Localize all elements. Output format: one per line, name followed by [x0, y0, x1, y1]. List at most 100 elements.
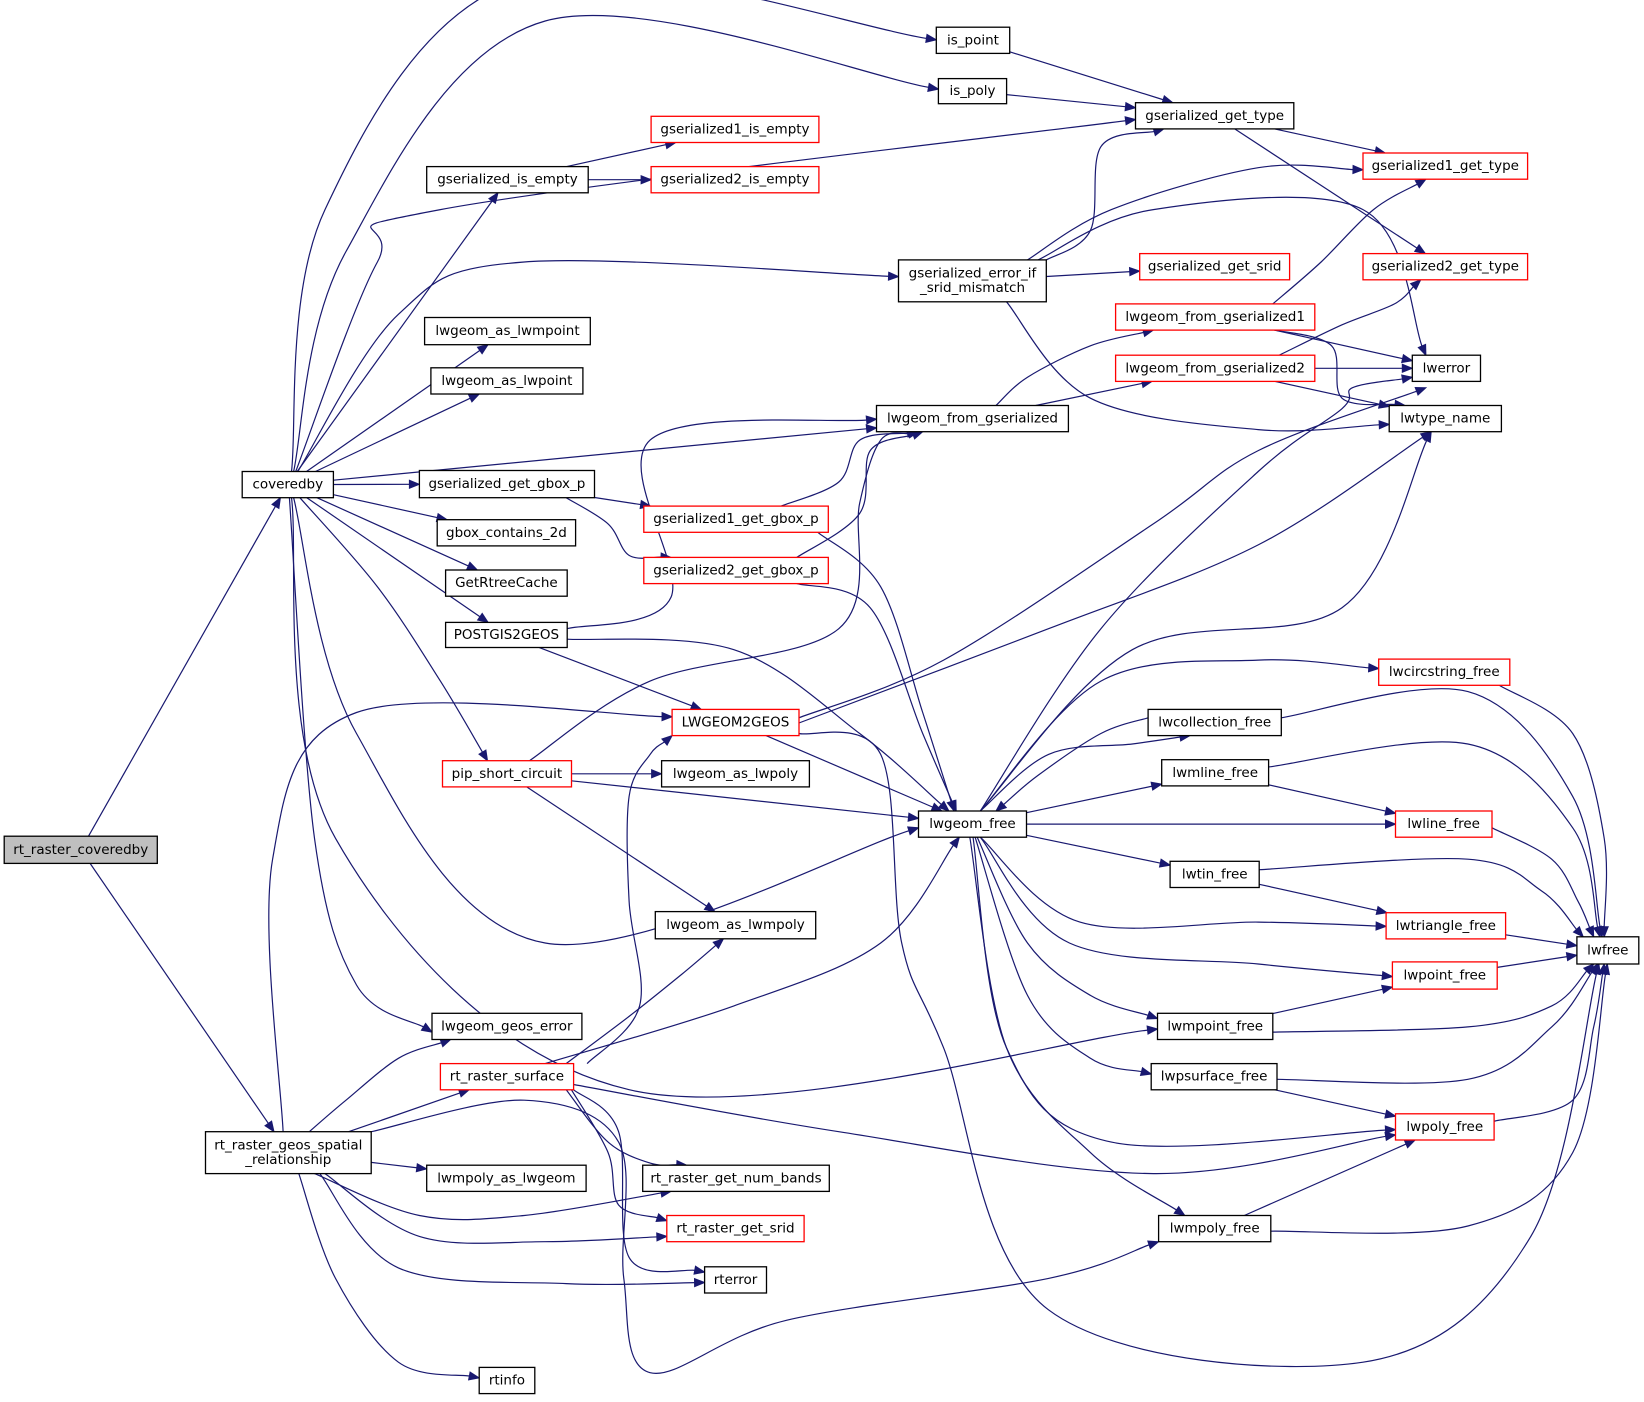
edge-line [798, 390, 1418, 719]
edge-line [1268, 784, 1387, 812]
edge-gserialized1_get_gbox_p-to-lwgeom_from_gserialized [780, 428, 919, 507]
edge-lwgeom_from_gserialized1-to-lwerror [1274, 329, 1414, 364]
node-lwgeom_free[interactable]: lwgeom_free [917, 810, 1028, 838]
node-gserialized_get_srid[interactable]: gserialized_get_srid [1139, 252, 1291, 281]
node-lwpoly_free[interactable]: lwpoly_free [1394, 1113, 1495, 1141]
node-lwmpoly_as_lwgeom[interactable]: lwmpoly_as_lwgeom [426, 1164, 587, 1193]
node-lwgeom_as_lwpoly[interactable]: lwgeom_as_lwpoly [660, 760, 811, 788]
node-lwcollection_free[interactable]: lwcollection_free [1147, 708, 1282, 737]
arrowhead-icon [1409, 278, 1422, 291]
arrowhead-icon [1146, 1010, 1159, 1020]
node-LWGEOM2GEOS[interactable]: LWGEOM2GEOS [671, 708, 800, 737]
edge-line [299, 497, 484, 754]
node-label: lwgeom_as_lwmpoly [666, 917, 804, 933]
node-coveredby[interactable]: coveredby [241, 470, 335, 499]
edge-gserialized2_get_gbox_p-to-lwgeom_free [796, 583, 957, 813]
node-gserialized_get_gbox_p[interactable]: gserialized_get_gbox_p [418, 469, 596, 499]
arrowhead-icon [887, 271, 900, 281]
node-label: gserialized2_get_type [1372, 259, 1519, 275]
node-rt_raster_geos_spatial_relationship[interactable]: rt_raster_geos_spatial_relationship [204, 1131, 372, 1175]
edge-line [1276, 970, 1593, 1084]
node-box [444, 569, 568, 597]
edge-LWGEOM2GEOS-to-lwerror [798, 386, 1428, 719]
node-lwcircstring_free[interactable]: lwcircstring_free [1378, 658, 1511, 686]
node-lwgeom_as_lwmpoly[interactable]: lwgeom_as_lwmpoly [654, 910, 817, 940]
node-lwgeom_as_lwmpoint[interactable]: lwgeom_as_lwmpoint [423, 316, 591, 346]
edge-lwgeom_free-to-lwerror [979, 374, 1414, 812]
node-lwgeom_from_gserialized[interactable]: lwgeom_from_gserialized [875, 404, 1070, 433]
node-rt_raster_get_num_bands[interactable]: rt_raster_get_num_bands [642, 1164, 830, 1193]
node-is_point[interactable]: is_point [935, 26, 1011, 55]
node-lwgeom_from_gserialized2[interactable]: lwgeom_from_gserialized2 [1114, 354, 1316, 383]
node-lwerror[interactable]: lwerror [1411, 354, 1482, 383]
node-gserialized_error_if_srid_mismatch[interactable]: gserialized_error_if_srid_mismatch [897, 259, 1047, 303]
node-label: lwgeom_from_gserialized [887, 411, 1058, 427]
edge-lwgeom_free-to-lwtin_free [1026, 834, 1172, 868]
node-gserialized_is_empty[interactable]: gserialized_is_empty [426, 165, 589, 194]
node-gserialized2_get_type[interactable]: gserialized2_get_type [1362, 252, 1529, 281]
edge-lwgeom_from_gserialized2-to-lwtype_name [1274, 380, 1391, 409]
node-box [1385, 912, 1507, 940]
node-label: coveredby [252, 477, 323, 493]
node-box [1394, 1113, 1495, 1141]
node-lwfree[interactable]: lwfree [1576, 936, 1640, 965]
edge-line [1497, 955, 1569, 968]
node-box [1411, 354, 1482, 383]
node-rt_raster_get_srid[interactable]: rt_raster_get_srid [666, 1214, 805, 1243]
node-rterror[interactable]: rterror [703, 1266, 768, 1294]
edge-rt_raster_geos_spatial_relationship-to-LWGEOM2GEOS [268, 702, 674, 1132]
edge-line [1270, 972, 1607, 1234]
arrowhead-icon [264, 1120, 275, 1133]
arrowhead-icon [661, 734, 674, 746]
node-rtinfo[interactable]: rtinfo [478, 1366, 536, 1395]
edge-line [979, 378, 1404, 812]
node-gserialized1_get_type[interactable]: gserialized1_get_type [1362, 152, 1529, 180]
arrowhead-icon [1600, 962, 1611, 976]
edge-lwgeom_from_gserialized2-to-lwerror [1314, 363, 1414, 374]
node-lwgeom_geos_error[interactable]: lwgeom_geos_error [431, 1012, 583, 1041]
node-lwpoint_free[interactable]: lwpoint_free [1391, 961, 1498, 990]
edge-gserialized_error_if_srid_mismatch-to-gserialized_get_srid [1046, 266, 1142, 278]
edge-line [1006, 301, 1381, 432]
edge-line [1026, 785, 1154, 814]
node-lwline_free[interactable]: lwline_free [1394, 810, 1493, 838]
node-lwpsurface_free[interactable]: lwpsurface_free [1150, 1062, 1278, 1091]
edge-POSTGIS2GEOS-to-lwgeom_from_gserialized [567, 415, 878, 630]
arrowhead-icon [476, 612, 490, 624]
edge-lwpsurface_free-to-lwfree [1276, 962, 1599, 1084]
node-rt_raster_surface[interactable]: rt_raster_surface [439, 1062, 575, 1091]
node-lwmpoint_free[interactable]: lwmpoint_free [1156, 1012, 1274, 1041]
edge-line [308, 1041, 443, 1133]
node-lwtin_free[interactable]: lwtin_free [1169, 860, 1260, 889]
edge-line [969, 837, 1178, 1211]
node-rt_raster_coveredby[interactable]: rt_raster_coveredby [3, 835, 158, 865]
node-box [3, 835, 158, 865]
node-lwtype_name[interactable]: lwtype_name [1388, 404, 1503, 433]
node-lwmpoly_free[interactable]: lwmpoly_free [1157, 1214, 1272, 1243]
node-label: LWGEOM2GEOS [682, 715, 790, 731]
edge-line [526, 786, 708, 908]
edge-LWGEOM2GEOS-to-lwgeom_free [765, 735, 944, 812]
node-box [1362, 152, 1529, 180]
node-lwtriangle_free[interactable]: lwtriangle_free [1385, 912, 1507, 940]
edge-line [594, 496, 642, 506]
node-box [1576, 936, 1640, 965]
node-POSTGIS2GEOS[interactable]: POSTGIS2GEOS [444, 621, 568, 649]
node-gserialized1_get_gbox_p[interactable]: gserialized1_get_gbox_p [643, 505, 829, 533]
node-box [1150, 1062, 1278, 1091]
node-is_poly[interactable]: is_poly [937, 77, 1008, 105]
node-GetRtreeCache[interactable]: GetRtreeCache [444, 569, 568, 597]
node-lwgeom_as_lwpoint[interactable]: lwgeom_as_lwpoint [430, 367, 584, 395]
node-pip_short_circuit[interactable]: pip_short_circuit [441, 760, 573, 788]
node-gserialized2_get_gbox_p[interactable]: gserialized2_get_gbox_p [643, 556, 829, 585]
node-gserialized1_is_empty[interactable]: gserialized1_is_empty [650, 115, 820, 144]
arrowhead-icon [1592, 925, 1602, 939]
edge-line [1006, 94, 1127, 108]
node-lwmline_free[interactable]: lwmline_free [1161, 759, 1270, 787]
edge-line [1035, 382, 1144, 407]
node-lwgeom_from_gserialized1[interactable]: lwgeom_from_gserialized1 [1114, 303, 1316, 331]
edge-coveredby-to-gbox_contains_2d [333, 494, 449, 523]
node-gserialized2_is_empty[interactable]: gserialized2_is_empty [650, 165, 820, 194]
node-gserialized_get_type[interactable]: gserialized_get_type [1134, 102, 1295, 130]
node-gbox_contains_2d[interactable]: gbox_contains_2d [436, 519, 577, 547]
